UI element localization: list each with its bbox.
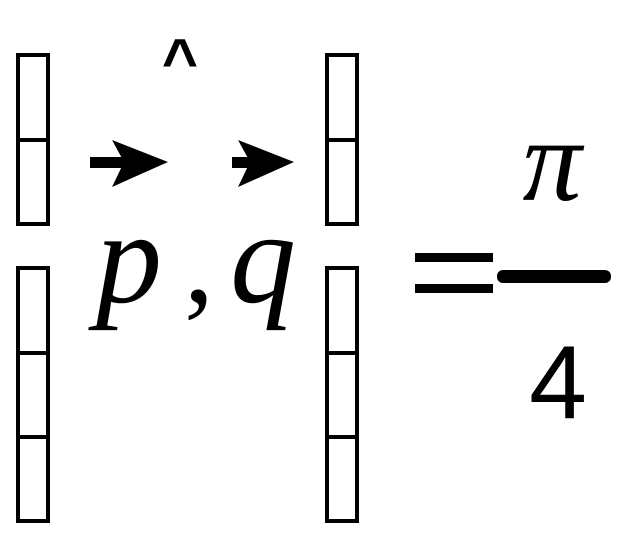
left-bracket-lower-box-1	[16, 266, 50, 355]
right-bracket-lower-box-1	[325, 266, 359, 355]
left-bracket	[16, 53, 50, 523]
left-bracket-upper-box-2	[16, 138, 50, 226]
right-bracket-lower-box-2	[325, 351, 359, 439]
comma: ,	[184, 195, 214, 328]
arrow-over-q-icon	[232, 140, 294, 187]
fraction-bar	[497, 270, 611, 283]
arrow-over-p-icon	[90, 140, 168, 187]
right-bracket	[325, 53, 359, 523]
left-bracket-lower-box-2	[16, 351, 50, 439]
fraction-denominator: 4	[529, 325, 587, 441]
right-bracket-lower-box-3	[325, 435, 359, 523]
fraction-numerator-pi: π	[522, 95, 584, 226]
equals-sign	[415, 253, 493, 293]
hat-accent: ^	[162, 27, 198, 96]
right-bracket-upper-box-1	[325, 53, 359, 142]
right-bracket-upper-box-2	[325, 138, 359, 226]
variable-q: q	[230, 184, 296, 331]
variable-p: p	[88, 184, 162, 331]
left-bracket-lower-box-3	[16, 435, 50, 523]
left-bracket-upper-box-1	[16, 53, 50, 142]
